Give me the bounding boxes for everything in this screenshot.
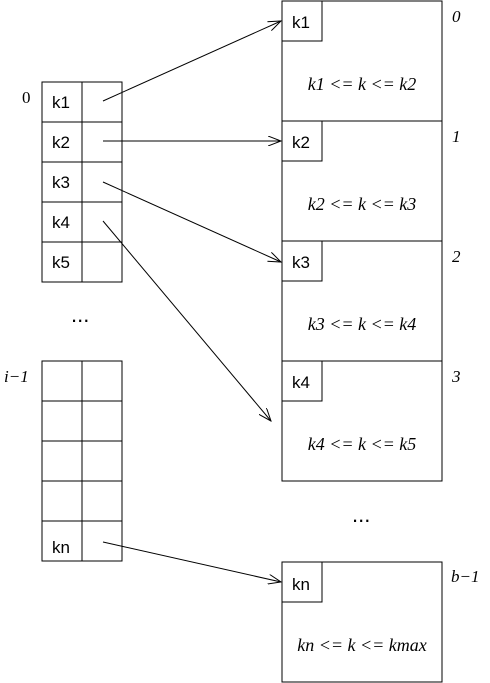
block-number: 1	[452, 127, 461, 146]
index-key: kn	[52, 538, 70, 557]
index-key: k3	[52, 173, 70, 192]
block-key: k3	[292, 253, 310, 272]
block-range: kn <= k <= kmax	[297, 635, 427, 655]
pointer-arrow	[102, 181, 281, 262]
index-top-label: 0	[22, 88, 31, 107]
block-key: k1	[292, 13, 310, 32]
pointer-arrows	[102, 21, 281, 582]
block-number: b−1	[451, 567, 479, 586]
block-number: 0	[452, 7, 461, 26]
block-key-cell	[281, 360, 323, 402]
pointer-arrow	[102, 21, 281, 102]
index-pointer-cell	[81, 400, 123, 442]
index-row	[41, 360, 83, 402]
index-key: k4	[52, 213, 70, 232]
index-pointer-cell	[81, 161, 123, 203]
block-number: 2	[452, 247, 461, 266]
index-pointer-cell	[81, 520, 123, 562]
block-number: 3	[451, 367, 461, 386]
index-ellipsis: ...	[71, 302, 89, 327]
index-bottom-label: i−1	[4, 367, 29, 386]
index-pointer-cell	[81, 480, 123, 522]
block-range: k2 <= k <= k3	[308, 194, 417, 214]
index-pointer-cell	[81, 241, 123, 283]
block-key: kn	[292, 575, 310, 594]
index-pointer-cell	[81, 360, 123, 402]
index-table-top: 0 k1 k2 k3 k4 k5	[22, 81, 123, 283]
block-range: k4 <= k <= k5	[308, 434, 417, 454]
index-table-bottom: i−1 kn	[4, 360, 123, 562]
pointer-arrow	[102, 541, 281, 582]
block-key-cell	[281, 120, 323, 162]
pointer-arrow	[102, 220, 271, 421]
data-block	[281, 561, 443, 683]
index-row	[41, 440, 83, 482]
blocks-ellipsis: ...	[352, 502, 370, 527]
index-key: k5	[52, 253, 70, 272]
block-key: k4	[292, 373, 310, 392]
index-pointer-cell	[81, 440, 123, 482]
index-row	[41, 400, 83, 442]
data-blocks: k1 k1 <= k <= k2 0 k2 k2 <= k <= k3 1 k3…	[281, 0, 479, 683]
index-pointer-cell	[81, 81, 123, 123]
index-row	[41, 480, 83, 522]
index-pointer-cell	[81, 121, 123, 163]
index-key: k2	[52, 133, 70, 152]
block-range: k3 <= k <= k4	[308, 314, 417, 334]
block-range: k1 <= k <= k2	[308, 74, 417, 94]
data-block	[281, 360, 443, 482]
block-key: k2	[292, 133, 310, 152]
index-key: k1	[52, 93, 70, 112]
